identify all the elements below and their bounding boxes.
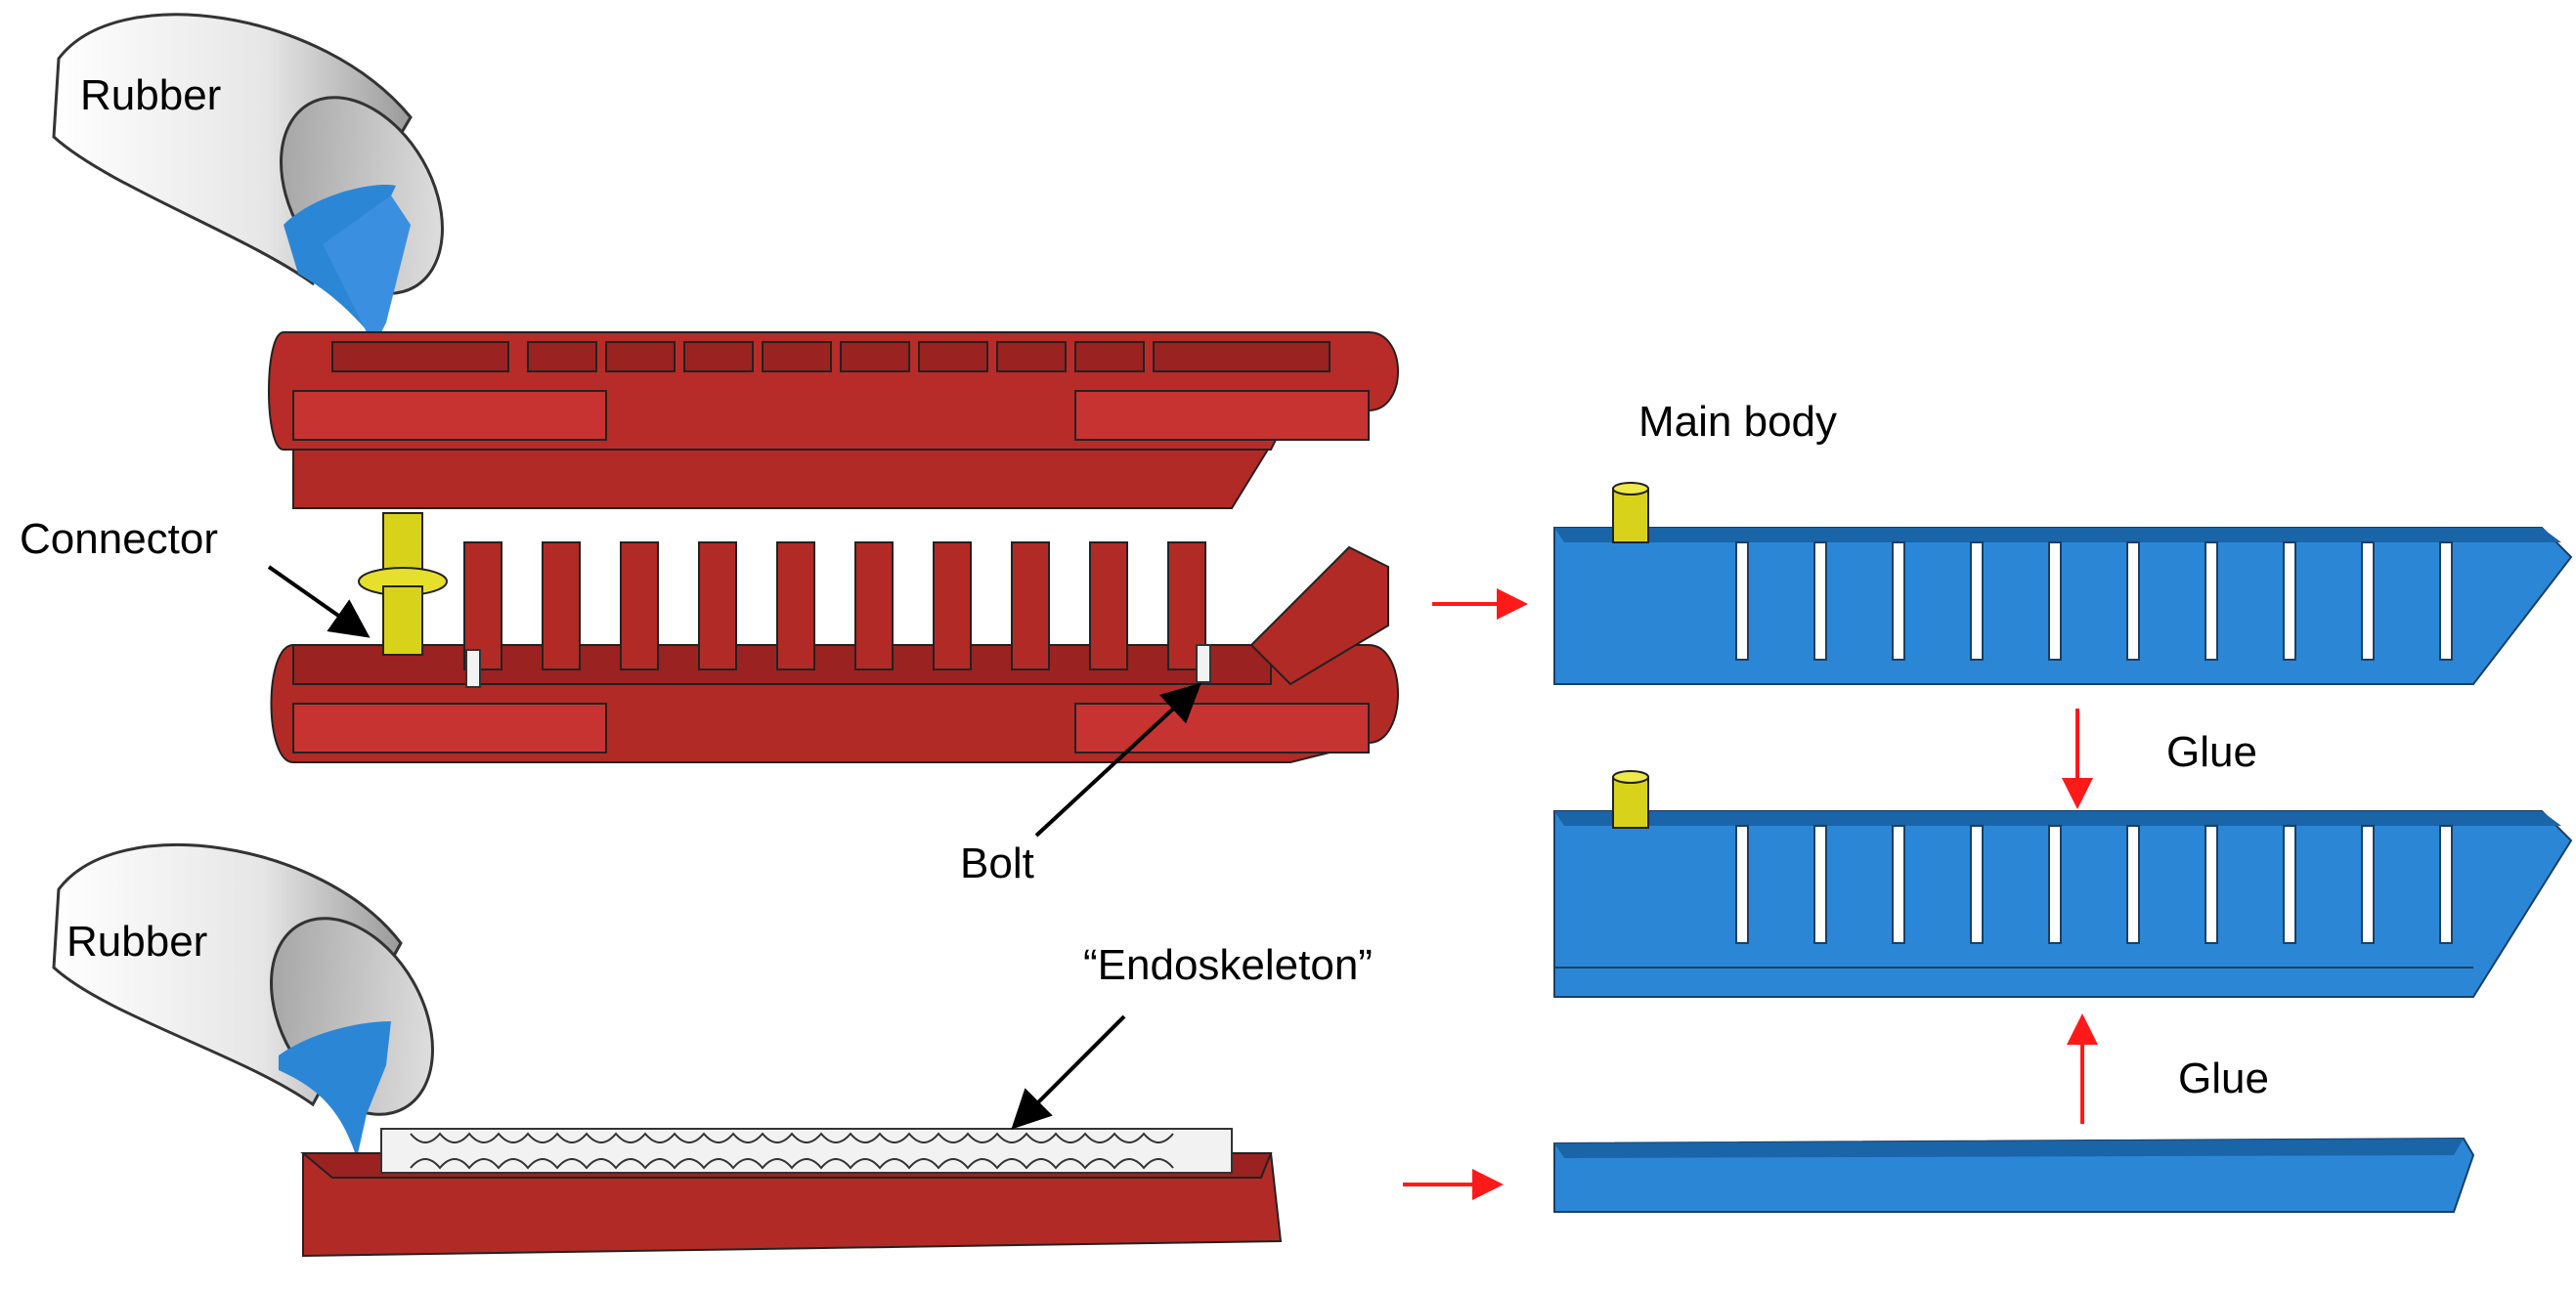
main-body-connector [1612,482,1649,543]
rubber-label-top: Rubber [80,71,221,119]
bolt-arrow [1034,682,1201,838]
connector-label: Connector [20,515,218,563]
pouring-cup-top [52,13,444,295]
main-body-part [1553,527,2573,685]
bolt-label: Bolt [960,840,1034,887]
rubber-stream-bottom [279,1021,391,1158]
assembled-body-connector [1612,770,1649,829]
bottom-strip-part [1553,1137,2475,1213]
main-body-label: Main body [1638,398,1837,446]
pouring-cup-bottom [52,843,434,1116]
endoskeleton-part [380,1128,1233,1174]
endoskeleton-arrow [1011,1014,1126,1130]
assembled-body-part [1553,810,2573,998]
bolt-left [465,649,481,688]
rubber-stream-top-pour [323,195,411,342]
rubber-label-bottom: Rubber [66,918,207,966]
mold-top-half [268,331,1399,509]
glue-label-top: Glue [2166,728,2257,776]
endoskeleton-label: “Endoskeleton” [1083,941,1373,989]
glue-label-bottom: Glue [2178,1055,2269,1102]
bolt-right [1196,644,1211,683]
connector-arrow [267,565,371,638]
connector-part [358,512,448,656]
